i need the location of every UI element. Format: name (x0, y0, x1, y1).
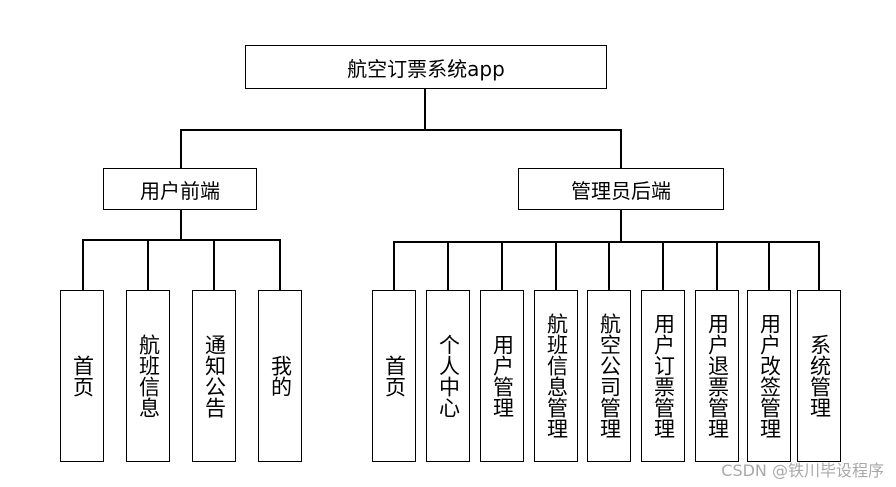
root-horizontal-connector (180, 129, 622, 131)
leaf-node-label: 首页 (70, 355, 95, 397)
branch-node-admin-backend-label: 管理员后端 (571, 178, 671, 203)
leaf-node-label: 通知公告 (202, 334, 227, 418)
right-child-stem-8 (768, 241, 770, 290)
leaf-node-label: 用户退票管理 (705, 313, 730, 439)
right-child-stem-9 (818, 241, 820, 290)
leaf-node-admin-6: 用户订票管理 (641, 290, 685, 462)
right-child-stem-4 (555, 241, 557, 290)
branch-node-admin-backend: 管理员后端 (518, 168, 724, 210)
right-children-connector (393, 241, 819, 243)
left-children-connector (82, 239, 280, 241)
right-child-stem-7 (716, 241, 718, 290)
left-child-stem-3 (213, 239, 215, 290)
leaf-node-admin-2: 个人中心 (426, 290, 470, 462)
leaf-node-label: 航班信息 (136, 334, 161, 418)
right-child-stem-1 (393, 241, 395, 290)
right-child-stem-3 (501, 241, 503, 290)
right-child-stem-2 (447, 241, 449, 290)
leaf-node-admin-7: 用户退票管理 (695, 290, 739, 462)
leaf-node-label: 航班信息管理 (544, 313, 569, 439)
leaf-node-admin-4: 航班信息管理 (534, 290, 578, 462)
right-child-stem-5 (608, 241, 610, 290)
branch-node-user-frontend: 用户前端 (103, 168, 257, 210)
leaf-node-label: 用户管理 (490, 334, 515, 418)
leaf-node-admin-3: 用户管理 (480, 290, 524, 462)
leaf-node-label: 航空公司管理 (597, 313, 622, 439)
leaf-node-user-3: 通知公告 (192, 290, 236, 462)
leaf-node-admin-1: 首页 (372, 290, 416, 462)
root-node: 航空订票系统app (245, 45, 607, 89)
leaf-node-label: 首页 (382, 355, 407, 397)
right-branch-down-stem (620, 209, 622, 242)
branch-node-user-frontend-label: 用户前端 (140, 178, 220, 203)
leaf-node-label: 用户订票管理 (651, 313, 676, 439)
branch-right-stem (620, 129, 622, 168)
leaf-node-label: 系统管理 (807, 334, 832, 418)
right-child-stem-6 (662, 241, 664, 290)
left-child-stem-2 (147, 239, 149, 290)
leaf-node-user-4: 我的 (258, 290, 302, 462)
leaf-node-admin-9: 系统管理 (797, 290, 841, 462)
root-node-label: 航空订票系统app (347, 56, 505, 81)
left-child-stem-1 (82, 239, 84, 290)
leaf-node-user-1: 首页 (60, 290, 104, 462)
left-branch-down-stem (180, 209, 182, 240)
leaf-node-admin-8: 用户改签管理 (747, 290, 791, 462)
leaf-node-label: 我的 (268, 355, 293, 397)
leaf-node-admin-5: 航空公司管理 (587, 290, 631, 462)
watermark: CSDN @铁川毕设程序 (721, 461, 884, 480)
leaf-node-user-2: 航班信息 (126, 290, 170, 462)
leaf-node-label: 用户改签管理 (757, 313, 782, 439)
leaf-node-label: 个人中心 (436, 334, 461, 418)
branch-left-stem (180, 129, 182, 168)
left-child-stem-4 (279, 239, 281, 290)
root-stem (424, 88, 426, 130)
